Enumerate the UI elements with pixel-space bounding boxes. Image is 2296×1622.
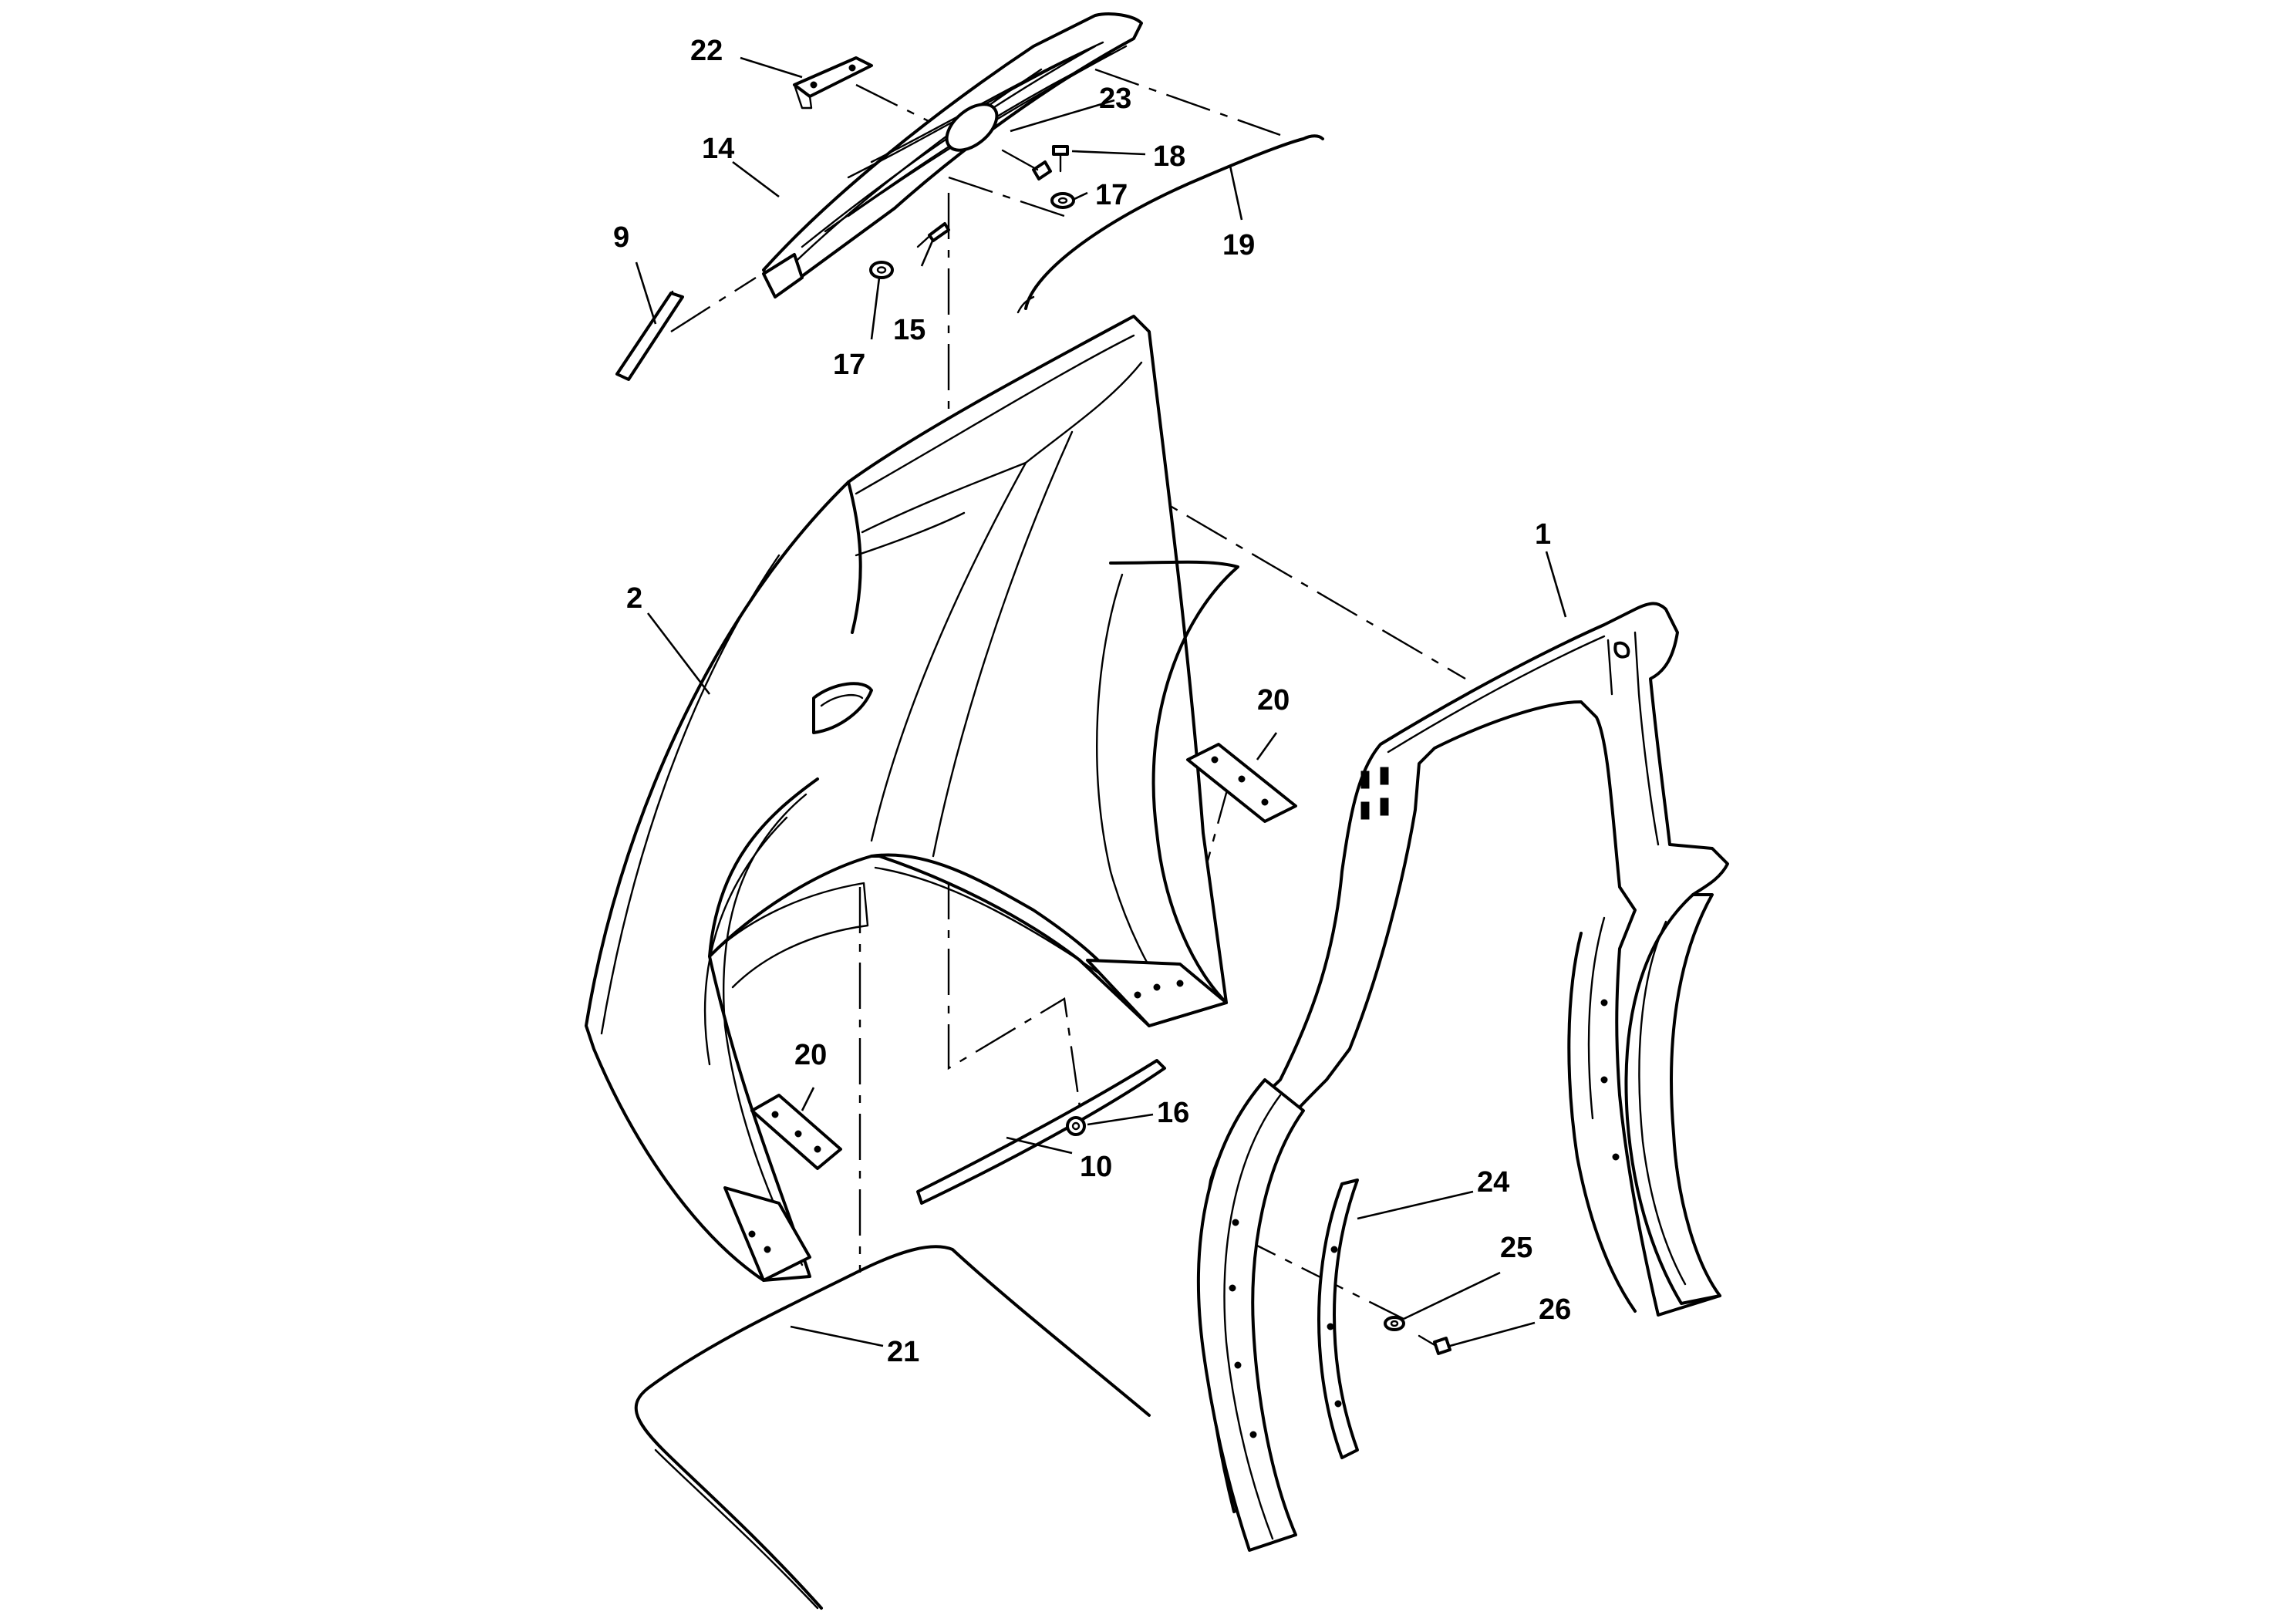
callout-17-left: 17: [833, 349, 865, 381]
fasteners-bottom: [1384, 1316, 1451, 1355]
rod-part-19: [1017, 134, 1324, 314]
leader-lines: [635, 56, 1567, 1347]
callout-2: 2: [626, 582, 642, 615]
fasteners-top: [869, 145, 1075, 279]
callout-labels: 1 2 9 10 14 15 16 17 17 18 19 20 20 21 2…: [613, 35, 1571, 1368]
strip-part-9: [615, 290, 684, 381]
callout-26: 26: [1539, 1293, 1571, 1326]
callout-20-upper: 20: [1257, 684, 1290, 717]
callout-24: 24: [1477, 1166, 1509, 1199]
callout-10: 10: [1080, 1151, 1112, 1183]
callout-9: 9: [613, 221, 629, 254]
frame-part-1: [1196, 602, 1729, 1552]
hood-shell-part-2: [585, 315, 1239, 1282]
strip-part-10: [916, 1059, 1166, 1205]
callout-18: 18: [1153, 140, 1185, 173]
callout-15: 15: [893, 314, 925, 346]
callout-21: 21: [887, 1336, 919, 1368]
callout-22: 22: [690, 35, 723, 67]
callout-25: 25: [1500, 1232, 1532, 1264]
callout-16: 16: [1157, 1097, 1189, 1129]
callout-1: 1: [1535, 518, 1551, 551]
callout-17-right: 17: [1095, 179, 1128, 211]
nut-part-16: [1066, 1116, 1086, 1136]
fender-insert-part-24: [1317, 1179, 1359, 1459]
callout-23: 23: [1099, 83, 1131, 115]
top-grille-part-14: [762, 12, 1143, 298]
callout-14: 14: [702, 133, 734, 165]
callout-20-lower: 20: [794, 1039, 827, 1071]
seal-part-21: [634, 1245, 1151, 1610]
pad-part-20-upper: [1186, 743, 1297, 823]
callout-19: 19: [1222, 229, 1255, 261]
bracket-part-22: [793, 56, 873, 110]
pad-part-20-lower: [750, 1094, 842, 1170]
